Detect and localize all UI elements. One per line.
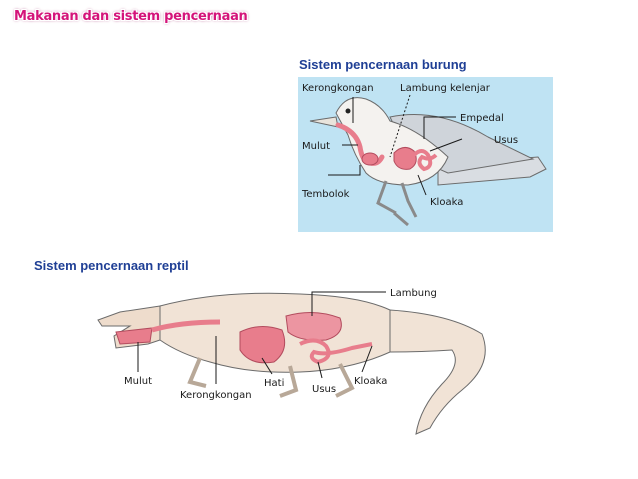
reptile-tail bbox=[389, 309, 486, 435]
reptile-mouth bbox=[115, 327, 153, 345]
bird-eye bbox=[345, 108, 351, 114]
reptile-legs bbox=[187, 357, 355, 398]
reptile-label-mulut: Mulut bbox=[124, 376, 152, 387]
bird-crop bbox=[361, 152, 379, 166]
bird-label-kloaka: Kloaka bbox=[430, 197, 463, 208]
bird-label-kerongkongan: Kerongkongan bbox=[302, 83, 374, 94]
bird-intestine bbox=[412, 149, 438, 172]
bird-diagram: Kerongkongan Lambung kelenjar Empedal Us… bbox=[298, 77, 553, 232]
bird-label-lambung-kelenjar: Lambung kelenjar bbox=[400, 83, 491, 94]
bird-label-mulut: Mulut bbox=[302, 141, 330, 152]
bird-label-tembolok: Tembolok bbox=[301, 189, 350, 200]
reptile-liver bbox=[239, 326, 286, 364]
bird-legs bbox=[376, 180, 418, 227]
reptile-stomach bbox=[285, 312, 342, 341]
reptile-intestine bbox=[299, 338, 373, 365]
reptile-esophagus bbox=[151, 319, 221, 333]
bird-label-usus: Usus bbox=[494, 135, 518, 146]
slide-title: Makanan dan sistem pencernaan bbox=[14, 9, 248, 24]
reptile-label-hati: Hati bbox=[264, 378, 284, 389]
bird-beak bbox=[309, 116, 339, 128]
bird-label-empedal: Empedal bbox=[460, 113, 504, 124]
reptile-label-kerongkongan: Kerongkongan bbox=[180, 390, 252, 401]
reptile-label-kloaka: Kloaka bbox=[354, 376, 387, 387]
bird-caption: Sistem pencernaan burung bbox=[299, 57, 467, 72]
bird-gizzard bbox=[393, 147, 417, 170]
reptile-label-usus: Usus bbox=[312, 384, 336, 395]
reptile-label-lambung: Lambung bbox=[390, 288, 437, 299]
reptile-diagram: Lambung Mulut Kerongkongan Hati Usus Klo… bbox=[90, 278, 510, 458]
reptile-caption: Sistem pencernaan reptil bbox=[34, 258, 189, 273]
